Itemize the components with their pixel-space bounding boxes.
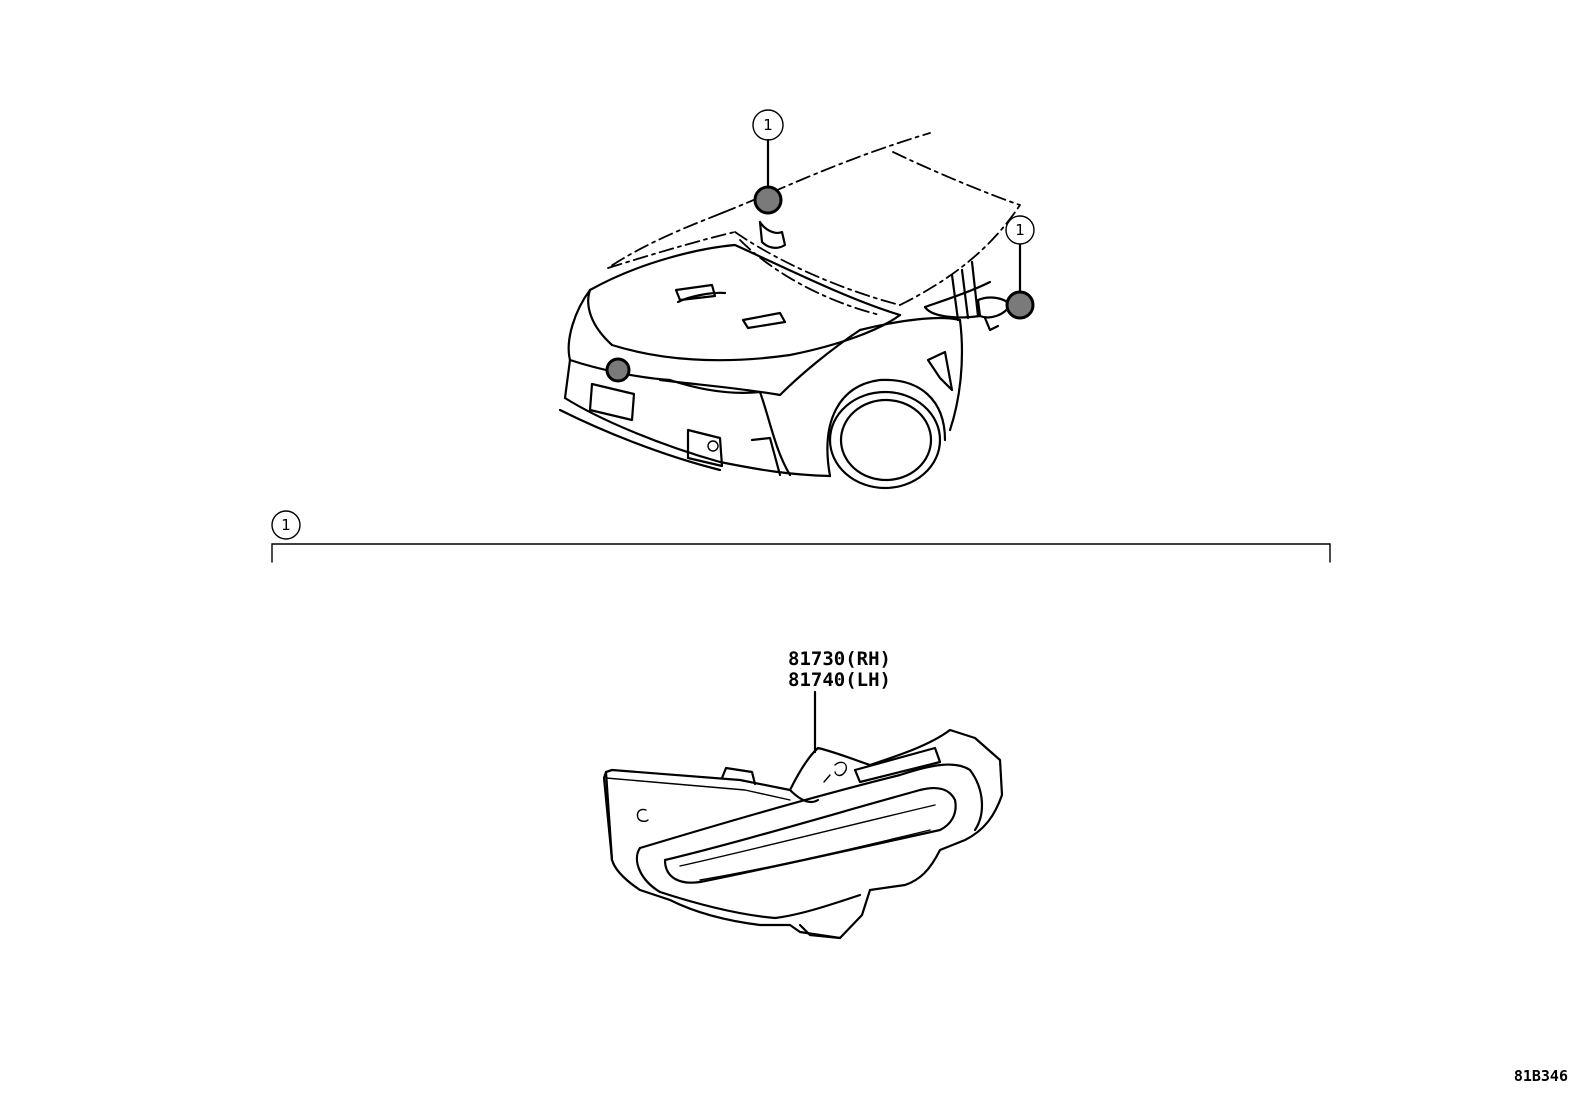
part-number-rh: 81730(RH)	[788, 648, 891, 670]
callout-number-right: 1	[1015, 221, 1025, 239]
part-number-lh: 81740(LH)	[788, 669, 891, 691]
lamp-location-marker-right	[1005, 290, 1035, 320]
illustration-code: 81B346	[1514, 1067, 1568, 1085]
part-number-label: 81730(RH) 81740(LH)	[788, 648, 891, 754]
callout-marker-top: 1	[752, 109, 784, 141]
lamp-location-marker-top	[753, 185, 783, 215]
section-bracket: 1	[271, 510, 1331, 563]
callout-number-top: 1	[763, 116, 773, 134]
vehicle-front-illustration	[558, 132, 1035, 490]
lamp-location-marker-front	[605, 357, 631, 383]
section-marker-number: 1	[281, 516, 291, 534]
fog-lamp-assembly-illustration	[602, 728, 1004, 940]
callout-marker-right: 1	[1005, 215, 1035, 245]
